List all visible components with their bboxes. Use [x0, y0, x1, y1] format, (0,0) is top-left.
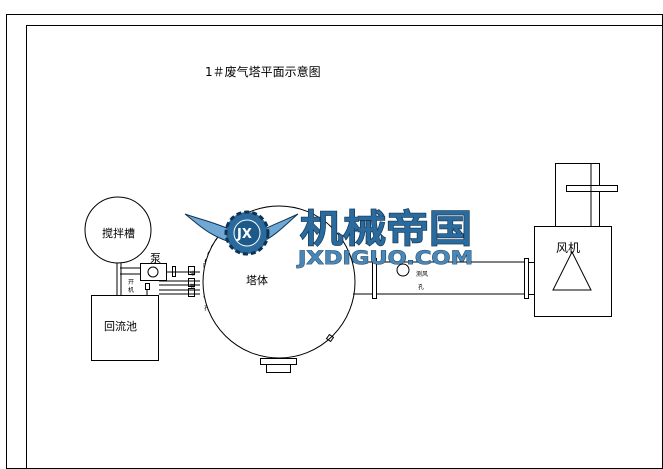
- fan: 风机: [534, 163, 618, 317]
- return-pool-label: 回流池: [104, 319, 137, 333]
- fan-label: 风机: [556, 241, 580, 255]
- pipe-small-label: 进: [190, 270, 195, 277]
- pipe-manifold: 进 管: [159, 266, 200, 297]
- drawing-title: 1＃废气塔平面示意图: [205, 64, 321, 79]
- stirring-tank: 搅拌槽: [84, 196, 152, 296]
- stirring-tank-label: 搅拌槽: [102, 226, 135, 240]
- watermark-brand-cn: 机械帝国: [300, 207, 472, 251]
- watermark-brand-url: JXDIGUO.COM: [296, 247, 473, 269]
- watermark-wing-left-icon: [184, 213, 237, 245]
- exhaust-duct: 测风 孔: [352, 258, 535, 299]
- pipe-inlet-label: 孔: [204, 304, 210, 312]
- pump-tag-1: 开: [128, 279, 134, 286]
- pump-label: 泵: [150, 252, 161, 265]
- pipe-small2-label: 管: [190, 283, 195, 290]
- watermark-logo-text: JX: [236, 227, 252, 242]
- return-pool: 回流池: [91, 295, 159, 361]
- pump-tag-2: 机: [128, 286, 134, 294]
- tower-label: 塔体: [246, 273, 268, 287]
- site-watermark: JX 机械帝国 JXDIGUO.COM: [184, 206, 473, 269]
- duct-note-line1: 测风: [416, 270, 428, 278]
- duct-note-line2: 孔: [418, 283, 424, 291]
- pump: 泵 开 机: [120, 252, 180, 296]
